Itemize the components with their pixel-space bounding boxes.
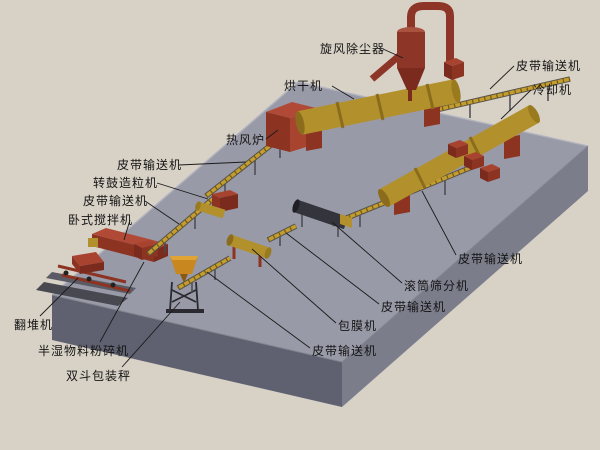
label-hot-air-furnace: 热风炉 bbox=[226, 133, 266, 147]
label-rotary-dryer: 烘干机 bbox=[284, 79, 324, 93]
leader-lines bbox=[39, 48, 532, 368]
label-horizontal-mixer: 卧式搅拌机 bbox=[68, 213, 134, 227]
drum-screener-machine bbox=[292, 199, 352, 237]
label-rotary-drum-granulator: 转鼓造粒机 bbox=[93, 176, 159, 190]
label-cyclone-dust-collector: 旋风除尘器 bbox=[320, 42, 386, 56]
label-belt-conveyor-top-right: 皮带输送机 bbox=[516, 59, 582, 73]
compost-turner-machine bbox=[57, 252, 131, 293]
label-belt-conveyor-left-lower: 皮带输送机 bbox=[83, 194, 149, 208]
belt-conveyor-c3 bbox=[435, 76, 571, 118]
label-double-hopper-packing-scale: 双斗包装秤 bbox=[66, 369, 132, 383]
belt-conveyor-c5 bbox=[266, 223, 298, 246]
label-semi-wet-material-crusher: 半湿物料粉碎机 bbox=[38, 344, 130, 358]
label-coating-machine: 包膜机 bbox=[338, 319, 378, 333]
label-belt-conveyor-right-upper: 皮带输送机 bbox=[458, 252, 524, 266]
label-drum-screening-machine: 滚筒筛分机 bbox=[404, 279, 470, 293]
granulator-machine bbox=[195, 190, 238, 219]
label-belt-conveyor-left-upper: 皮带输送机 bbox=[117, 158, 183, 172]
label-compost-turner: 翻堆机 bbox=[14, 318, 54, 332]
rotary-dryer-machine bbox=[295, 79, 461, 151]
coating-machine-3d bbox=[226, 234, 272, 267]
label-belt-conveyor-bottom: 皮带输送机 bbox=[312, 344, 378, 358]
support-blocks bbox=[448, 140, 500, 182]
label-cooling-machine: 冷却机 bbox=[533, 83, 573, 97]
cyclone-dust-collector-machine bbox=[369, 1, 464, 101]
belt-conveyor-c6 bbox=[176, 255, 232, 293]
label-belt-conveyor-right-mid: 皮带输送机 bbox=[381, 300, 447, 314]
packing-scale-machine bbox=[166, 256, 204, 313]
